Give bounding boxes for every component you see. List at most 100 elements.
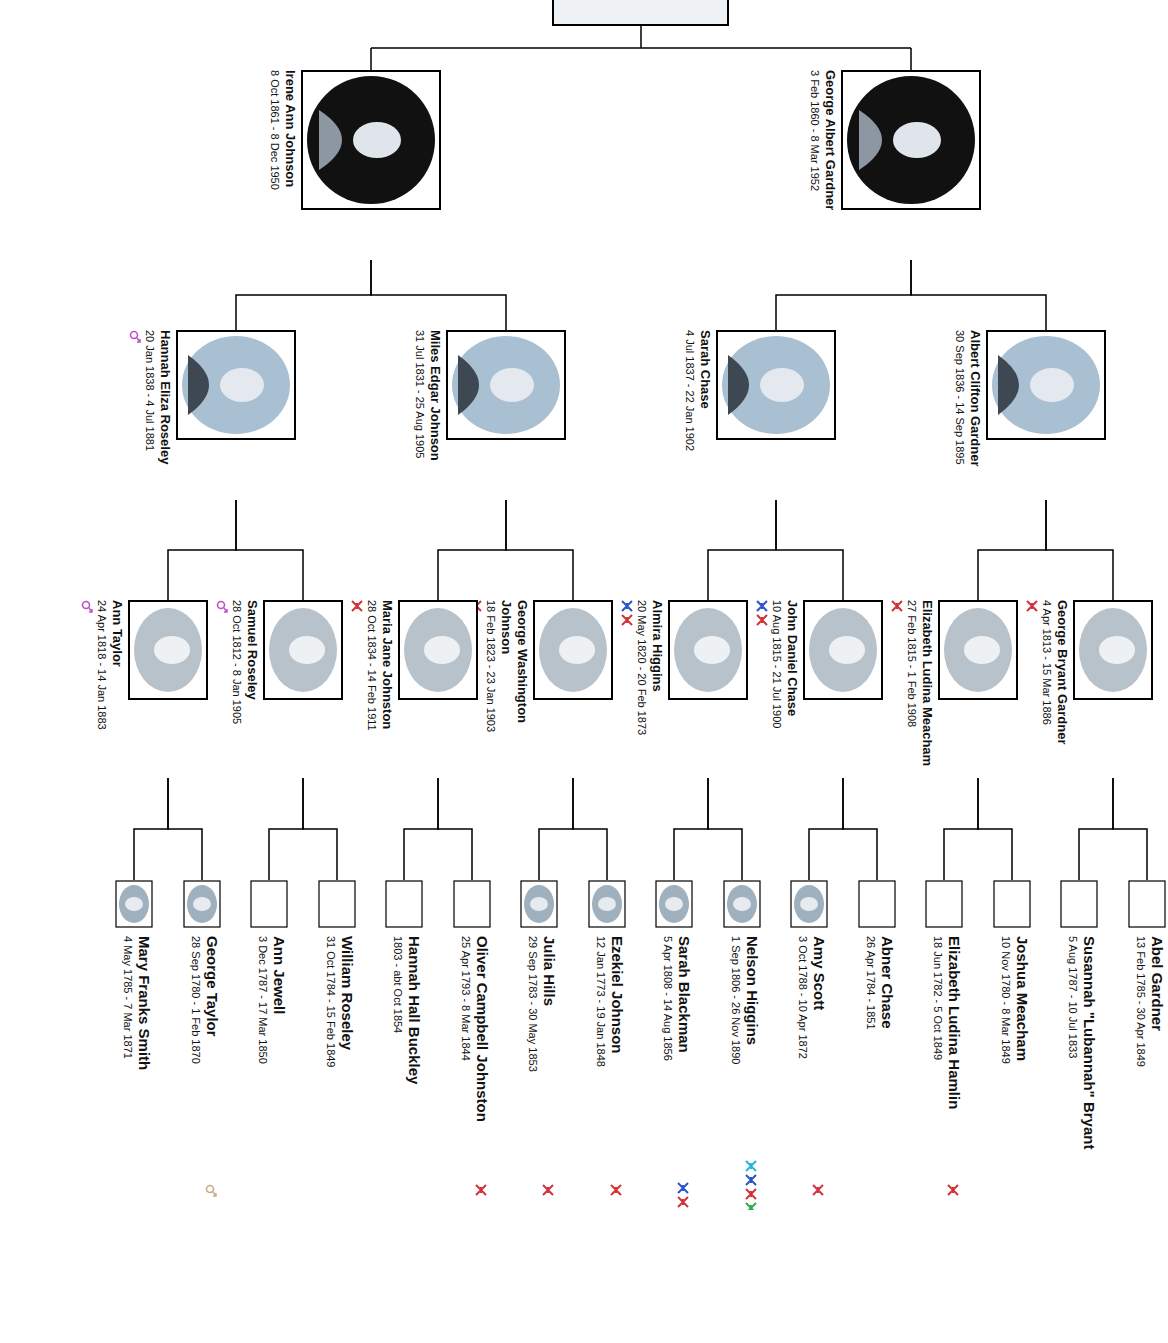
ordinance-icons	[475, 1184, 487, 1198]
person-card: Elizabeth Ludina Hamlin18 Jun 1782 - 5 O…	[925, 880, 963, 1210]
ordinance-icons	[812, 1184, 824, 1198]
person-name: Albert Clifton Gardner	[967, 330, 983, 467]
portrait-background	[404, 608, 472, 692]
lineage-connector	[404, 778, 438, 880]
ordinance-icons	[129, 330, 141, 344]
portrait-photo	[993, 880, 1031, 928]
lineage-connector	[708, 778, 742, 880]
person-name: George Bryant Gardner	[1054, 600, 1070, 745]
photo-frame	[994, 881, 1030, 927]
ordinance-icon	[746, 1161, 756, 1171]
photo-frame	[669, 601, 747, 699]
person-card: George Washington Johnson18 Feb 1823 - 2…	[470, 600, 613, 778]
portrait-photo	[986, 330, 1106, 440]
portrait-background	[722, 336, 830, 434]
life-dates: 18 Jun 1782 - 5 Oct 1849	[931, 936, 945, 1178]
portrait-face	[193, 897, 211, 911]
portrait-face	[760, 368, 804, 402]
person-details: George Washington Johnson18 Feb 1823 - 2…	[484, 600, 533, 778]
ordinance-icon	[746, 1175, 756, 1185]
ordinance-icon	[746, 1189, 756, 1199]
lineage-connector	[236, 500, 303, 600]
portrait-photo	[1073, 600, 1153, 700]
portrait-background	[539, 608, 607, 692]
person-details: Mary Franks Smith4 May 1785 - 7 Mar 1871	[121, 928, 153, 1178]
ordinance-icon	[746, 1203, 756, 1210]
person-card: Ann Taylor24 Apr 1818 - 14 Jan 1883	[81, 600, 208, 778]
portrait-face	[154, 636, 190, 664]
lineage-connector	[236, 260, 371, 330]
ordinance-icon	[476, 1185, 486, 1195]
person-details: Ann Taylor24 Apr 1818 - 14 Jan 1883	[95, 600, 128, 730]
person-details: Elizabeth Ludina Meacham27 Feb 1815 - 1 …	[905, 600, 938, 766]
person-details: Abel Gardner13 Feb 1785 - 30 Apr 1849	[1134, 928, 1166, 1178]
portrait-face	[893, 122, 941, 158]
lineage-connector	[168, 500, 236, 600]
person-details: John Daniel Chase10 Aug 1815 - 21 Jul 19…	[770, 600, 803, 728]
photo-frame	[129, 601, 207, 699]
person-name: Sarah Blackman	[675, 936, 693, 1176]
portrait-photo	[841, 70, 981, 210]
lineage-connector	[371, 260, 506, 330]
photo-frame	[656, 881, 692, 927]
portrait-face	[1099, 636, 1135, 664]
person-card: Mary Franks Smith4 May 1785 - 7 Mar 1871	[115, 880, 153, 1210]
portrait-face	[829, 636, 865, 664]
photo-frame	[302, 71, 440, 209]
portrait-photo	[533, 600, 613, 700]
portrait-photo	[723, 880, 761, 928]
person-details: Ann Jewell3 Dec 1787 - 17 Mar 1850	[256, 928, 288, 1178]
portrait-photo	[925, 880, 963, 928]
person-card: Joshua Meacham10 Nov 1780 - 8 Mar 1849	[993, 880, 1031, 1210]
life-dates: 4 Apr 1813 - 15 Mar 1886	[1040, 600, 1054, 745]
portrait-face	[424, 636, 460, 664]
lineage-connector	[944, 778, 978, 880]
photo-frame	[939, 601, 1017, 699]
ordinance-icon	[89, 608, 92, 612]
lineage-connector	[776, 260, 911, 330]
lineage-connector	[1046, 500, 1113, 600]
portrait-shoulders	[458, 355, 479, 415]
ordinance-icon	[137, 338, 140, 342]
portrait-photo	[520, 880, 558, 928]
portrait-photo	[938, 600, 1018, 700]
person-card: Abel Gardner13 Feb 1785 - 30 Apr 1849	[1128, 880, 1166, 1210]
person-name: Nelson Higgins	[743, 936, 761, 1154]
ordinance-icon	[207, 1186, 214, 1193]
person-card: George Albert Gardner3 Feb 1860 - 8 Mar …	[808, 70, 981, 260]
person-name: William Roseley	[338, 936, 356, 1178]
portrait-photo	[183, 880, 221, 928]
photo-frame	[399, 601, 477, 699]
ordinance-icons	[351, 600, 363, 614]
ordinance-icon	[1027, 601, 1037, 611]
person-card: Nelson Higgins1 Sep 1806 - 26 Nov 1890	[723, 880, 761, 1210]
ordinance-icons	[81, 600, 93, 614]
person-name: Susannah "Lubannah" Bryant	[1080, 936, 1098, 1178]
ordinance-icon	[678, 1183, 688, 1193]
photo-frame	[791, 881, 827, 927]
person-name: George Washington Johnson	[498, 600, 530, 778]
person-card: Sarah Blackman5 Apr 1808 - 14 Aug 1856	[655, 880, 693, 1210]
person-card: Hannah Hall Buckley1803 - abt Oct 1854	[385, 880, 423, 1210]
ordinance-icon	[611, 1185, 621, 1195]
person-card: Almira Higgins20 May 1820 - 20 Feb 1873	[621, 600, 748, 778]
life-dates: 29 Sep 1783 - 30 May 1853	[526, 936, 540, 1178]
lineage-connector	[708, 500, 776, 600]
portrait-photo	[1128, 880, 1166, 928]
ordinance-icon	[757, 615, 767, 625]
person-details: Elizabeth Ludina Hamlin18 Jun 1782 - 5 O…	[931, 928, 963, 1178]
root-box-stub	[553, 0, 728, 25]
person-name: Joshua Meacham	[1013, 936, 1031, 1178]
person-card: George Bryant Gardner4 Apr 1813 - 15 Mar…	[1026, 600, 1153, 778]
person-card: Abner Chase26 Apr 1784 - 1851	[858, 880, 896, 1210]
person-details: Sarah Blackman5 Apr 1808 - 14 Aug 1856	[661, 928, 693, 1176]
lineage-connector	[134, 778, 168, 880]
portrait-face	[125, 897, 143, 911]
person-card: Amy Scott3 Oct 1788 - 10 Apr 1872	[790, 880, 828, 1210]
life-dates: 1803 - abt Oct 1854	[391, 936, 405, 1178]
person-card: Susannah "Lubannah" Bryant5 Aug 1787 - 1…	[1060, 880, 1098, 1210]
ordinance-icons	[621, 600, 633, 628]
portrait-background	[794, 885, 824, 923]
lineage-connector	[438, 778, 472, 880]
